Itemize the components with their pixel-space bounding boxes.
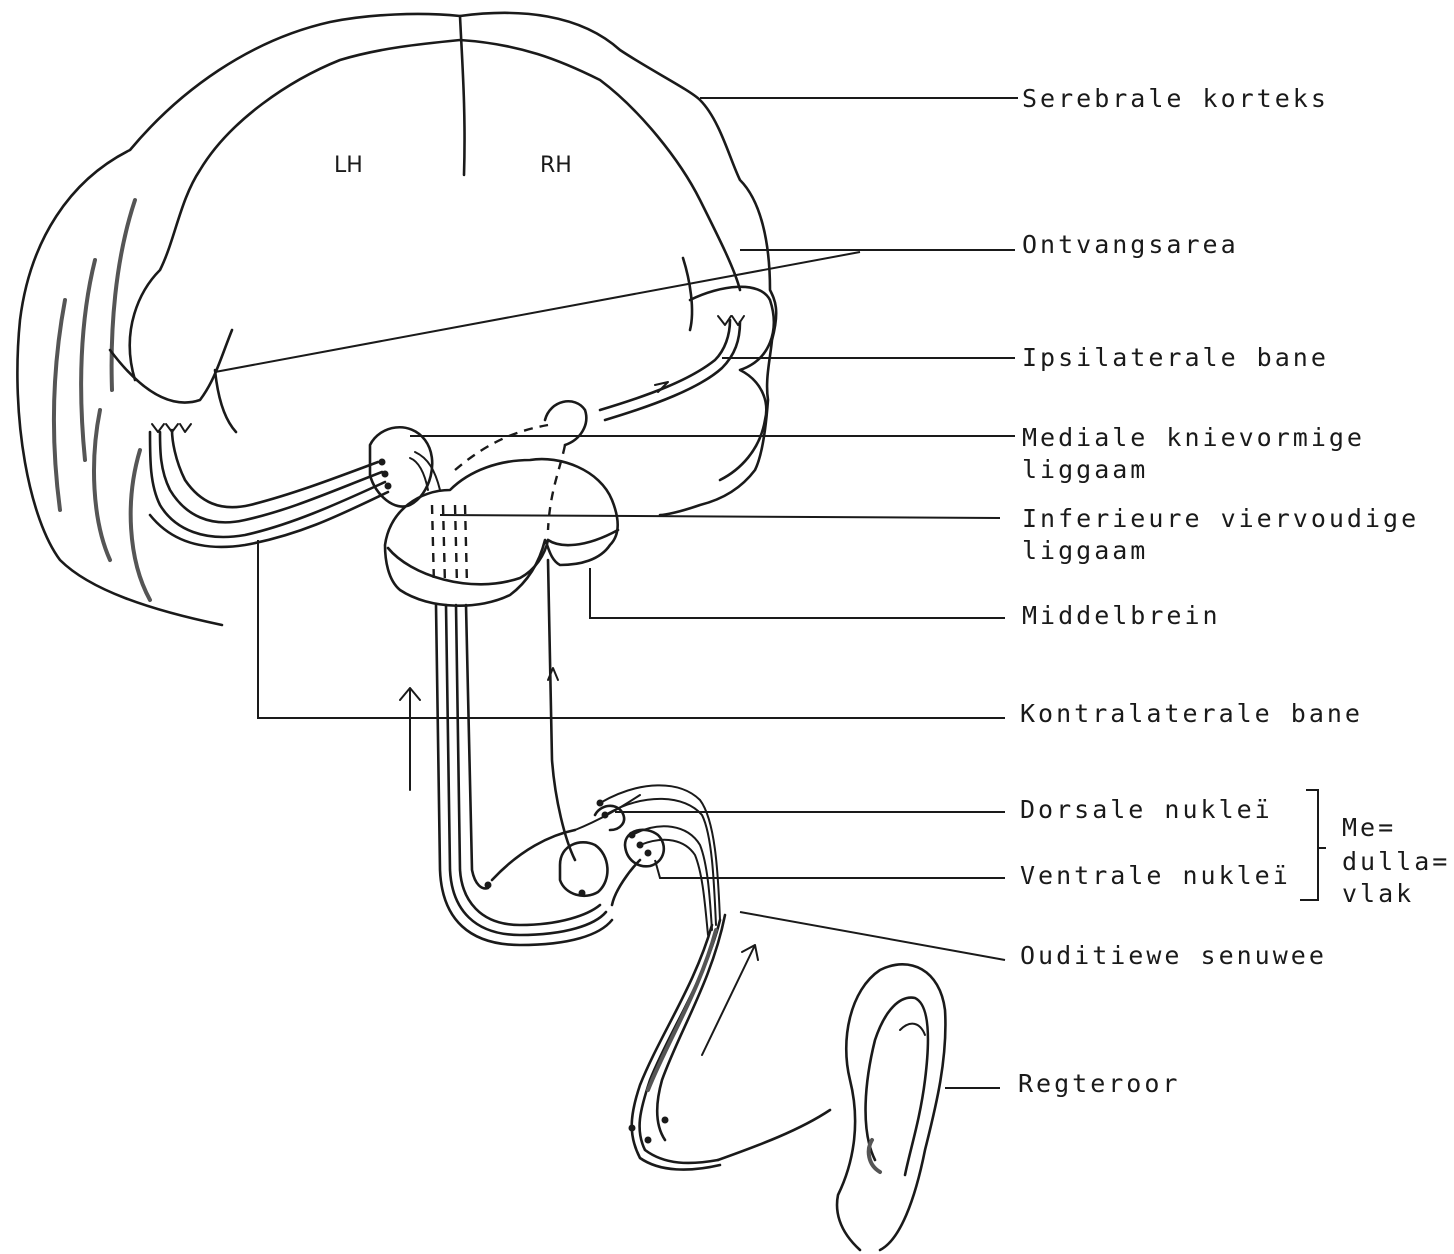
nerve-ending xyxy=(180,424,191,432)
leader-ic xyxy=(440,515,1000,518)
neuron-dot xyxy=(579,890,586,897)
gyrus-stroke xyxy=(131,450,150,600)
fiber xyxy=(410,458,428,490)
labels: Serebrale korteks Ontvangsarea Ipsilater… xyxy=(1018,84,1450,1098)
label-ic-line1: Inferieure viervoudige xyxy=(1022,504,1419,533)
medial-geniculate-body-right xyxy=(545,401,586,445)
label-midbrain: Middelbrein xyxy=(1022,601,1221,630)
label-medulla-line2: dulla= xyxy=(1342,847,1450,876)
ipsilateral-pathway xyxy=(605,322,740,420)
medulla-bracket xyxy=(1300,790,1318,900)
ascending-pathway-right xyxy=(548,560,575,860)
label-cortex: Serebrale korteks xyxy=(1022,84,1329,113)
label-right-ear: Regteroor xyxy=(1018,1069,1180,1098)
ear-drawing xyxy=(837,964,945,1250)
neuron-dot xyxy=(485,882,492,889)
dashed-connection xyxy=(432,505,434,585)
gyrus-stroke xyxy=(54,300,65,510)
label-auditory-nerve: Ouditiewe senuwee xyxy=(1020,941,1327,970)
auditory-nerve xyxy=(648,930,716,1090)
up-arrow-right xyxy=(702,945,758,1055)
neuron-dot xyxy=(645,1137,652,1144)
contralateral-to-cortex xyxy=(160,432,382,522)
neuron-dot xyxy=(382,471,389,478)
nucleus-connector xyxy=(612,860,640,905)
leader-contralateral xyxy=(258,540,1005,718)
dashed-connection xyxy=(548,445,565,530)
hemisphere-inner-contour xyxy=(130,40,740,380)
gyrus-stroke xyxy=(81,260,95,460)
neuron-dot xyxy=(385,483,392,490)
label-ipsilateral: Ipsilaterale bane xyxy=(1022,343,1329,372)
dashed-connection xyxy=(455,505,457,585)
ipsilateral-pathway xyxy=(600,320,730,410)
gyrus-stroke xyxy=(94,410,110,560)
neural-pathways xyxy=(150,316,830,1170)
midbrain-inner-line xyxy=(548,530,618,545)
nerve-ending xyxy=(152,424,164,432)
contralateral-to-cortex xyxy=(172,430,378,507)
brain-drawing xyxy=(17,13,776,625)
label-contralateral: Kontralaterale bane xyxy=(1020,699,1363,728)
leader-midbrain xyxy=(590,568,1005,618)
label-ic-line2: liggaam xyxy=(1022,536,1148,565)
label-mgb-line1: Mediale knievormige xyxy=(1022,423,1365,452)
ascending-bundle-left xyxy=(436,605,612,945)
up-arrow-left xyxy=(400,688,420,790)
ascending-bundle-left xyxy=(456,605,600,925)
left-hemisphere-label: LH xyxy=(334,153,363,178)
label-medulla-line1: Me= xyxy=(1342,813,1396,842)
dashed-connection xyxy=(465,505,467,585)
nerve-to-ear xyxy=(718,1110,830,1160)
ear-fold xyxy=(900,1024,925,1035)
label-medulla-line3: vlak xyxy=(1342,879,1414,908)
leader-auditory-nerve xyxy=(740,912,1005,960)
label-ventral: Ventrale nukleï xyxy=(1020,861,1291,890)
dashed-connection xyxy=(443,505,445,585)
temporal-sulcus xyxy=(215,370,236,432)
inner-ear xyxy=(866,998,928,1175)
olive-nucleus xyxy=(560,842,607,895)
nerve-ending xyxy=(732,316,744,325)
neuron-dot xyxy=(645,850,652,857)
neuron-dot xyxy=(379,459,386,466)
neuron-dot xyxy=(662,1117,669,1124)
label-mgb-line2: liggaam xyxy=(1022,455,1148,484)
right-temporal-sulcus xyxy=(683,258,692,330)
nerve-ending xyxy=(166,424,178,432)
label-receiving-area: Ontvangsarea xyxy=(1022,230,1239,259)
neuron-dot xyxy=(629,1125,636,1132)
temporal-lobe-outline xyxy=(110,330,232,403)
label-dorsal: Dorsale nukleï xyxy=(1020,795,1273,824)
right-hemisphere-label: RH xyxy=(540,153,572,178)
nerve-fiber xyxy=(605,799,716,925)
branch xyxy=(466,605,488,888)
